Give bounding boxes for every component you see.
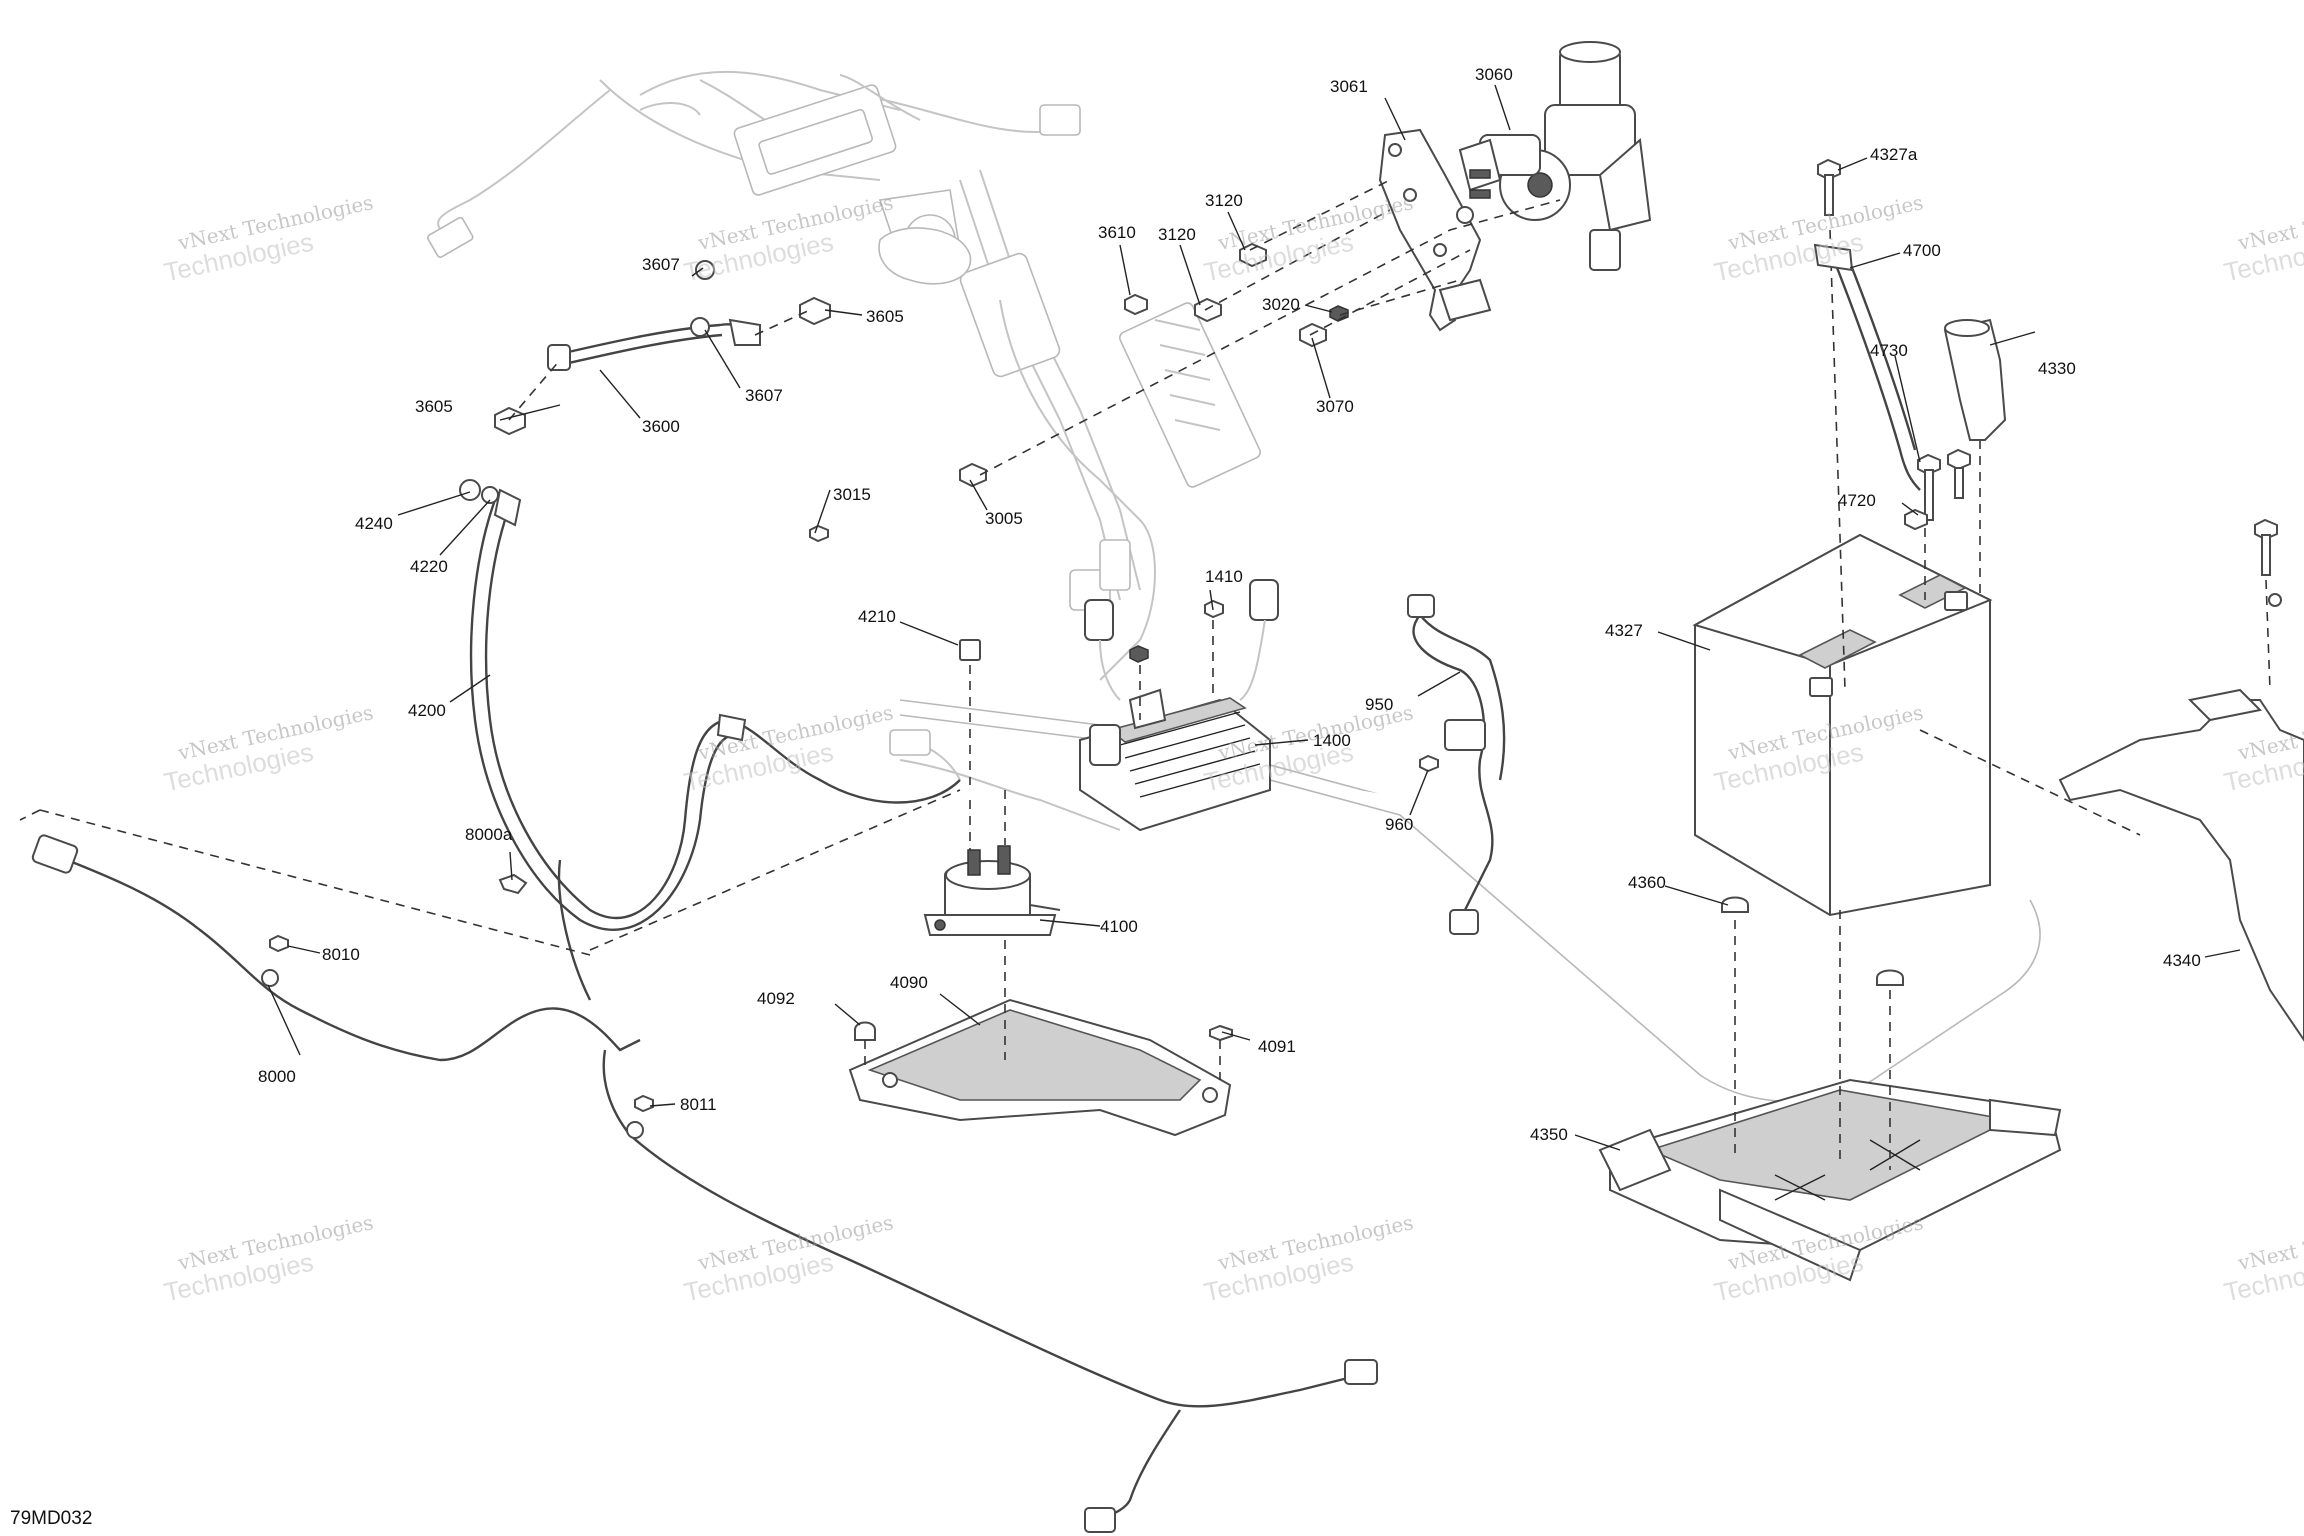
battery-fasteners-4720-4730-4327a [1817, 158, 1971, 531]
watermark: vNext Technologies Technologies [161, 700, 375, 797]
fasteners-3120-3020-3070-3610 [809, 206, 1474, 543]
part-label-3060: 3060 [1475, 65, 1513, 84]
part-label-4092: 4092 [757, 989, 795, 1008]
part-label-950: 950 [1365, 695, 1393, 714]
part-label-3605: 3605 [866, 307, 904, 326]
part-label-4330: 4330 [2038, 359, 2076, 378]
part-label-4100: 4100 [1100, 917, 1138, 936]
part-label-4210: 4210 [858, 607, 896, 626]
part-label-8000: 8000 [258, 1067, 296, 1086]
part-label-3605: 3605 [415, 397, 453, 416]
part-label-4091: 4091 [1258, 1037, 1296, 1056]
part-label-3120: 3120 [1158, 225, 1196, 244]
watermark: vNext Technologies Technologies [2221, 190, 2304, 287]
part-label-4090: 4090 [890, 973, 928, 992]
part-label-4730: 4730 [1870, 341, 1908, 360]
watermark: vNext Technologies Technologies [161, 1210, 375, 1307]
part-label-3020: 3020 [1262, 295, 1300, 314]
watermark: vNext Technologies Technologies [161, 190, 375, 287]
part-label-3061: 3061 [1330, 77, 1368, 96]
actuator-assembly-3060 [1458, 41, 1652, 271]
ground-strap-3600 [494, 260, 831, 436]
battery-cable-4200 [459, 479, 961, 931]
starter-solenoid-4100 [923, 639, 1061, 936]
negative-cable-4700 [1813, 243, 1921, 491]
part-label-3607: 3607 [745, 386, 783, 405]
part-label-3070: 3070 [1316, 397, 1354, 416]
part-label-3120: 3120 [1205, 191, 1243, 210]
part-labels: 3061 3060 3120 3120 3610 3020 3070 3607 … [258, 65, 2201, 1144]
part-label-4200: 4200 [408, 701, 446, 720]
part-label-1410: 1410 [1205, 567, 1243, 586]
voltage-regulator-1400 [1079, 579, 1279, 832]
watermark: vNext Technologies Technologies [1201, 1210, 1415, 1307]
harness-8000 [19, 789, 1378, 1533]
harness-950 [1407, 594, 1506, 935]
part-label-4327a: 4327a [1870, 145, 1918, 164]
part-label-4360: 4360 [1628, 873, 1666, 892]
terminal-cover-4330 [1943, 318, 2007, 441]
part-label-4350: 4350 [1530, 1125, 1568, 1144]
dashed-alignment-lines-top [979, 179, 1561, 476]
part-label-3005: 3005 [985, 509, 1023, 528]
part-label-960: 960 [1385, 815, 1413, 834]
mounting-bracket-3061 [1378, 128, 1492, 332]
watermark: vNext Technologies Technologies [2221, 1210, 2304, 1307]
part-label-3015: 3015 [833, 485, 871, 504]
watermark: vNext Technologies Technologies [681, 700, 895, 797]
solenoid-bracket-4090 [848, 940, 1233, 1137]
part-label-4240: 4240 [355, 514, 393, 533]
part-label-4720: 4720 [1838, 491, 1876, 510]
part-label-4220: 4220 [410, 557, 448, 576]
part-label-3610: 3610 [1098, 223, 1136, 242]
bracket-4340 [2058, 518, 2304, 1042]
watermark: vNext Technologies Technologies [1711, 190, 1925, 287]
part-label-3607: 3607 [642, 255, 680, 274]
main-wiring-harness [878, 189, 1156, 681]
part-label-3600: 3600 [642, 417, 680, 436]
part-label-1400: 1400 [1313, 731, 1351, 750]
part-label-8010: 8010 [322, 945, 360, 964]
part-label-4327: 4327 [1605, 621, 1643, 640]
frame-harness-background [426, 70, 2041, 1103]
part-label-4340: 4340 [2163, 951, 2201, 970]
battery-4327 [1692, 229, 2141, 917]
battery-tray-4350 [1598, 896, 2062, 1282]
part-label-8000a: 8000a [465, 825, 513, 844]
diagram-code: 79MD032 [10, 1508, 92, 1529]
watermark: vNext Technologies Technologies [681, 190, 895, 287]
leader-lines [267, 84, 2241, 1151]
part-label-4700: 4700 [1903, 241, 1941, 260]
watermark: vNext Technologies Technologies [681, 1210, 895, 1307]
part-label-8011: 8011 [680, 1095, 717, 1114]
